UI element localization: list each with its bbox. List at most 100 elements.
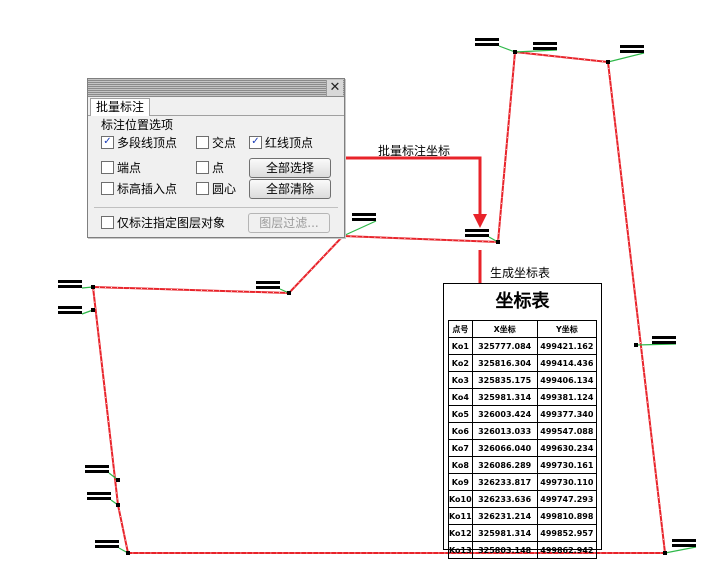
layer-only-checkbox[interactable]: 仅标注指定图层对象: [101, 214, 225, 230]
dialog-titlebar[interactable]: ✕: [88, 79, 344, 97]
table-cell: 325816.304: [471, 354, 538, 372]
generate-table-label: 生成坐标表: [490, 266, 551, 280]
vertex-marker: [116, 503, 120, 507]
table-cell: 499630.234: [536, 439, 598, 457]
table-cell: Ko7: [448, 439, 473, 457]
check-icon: ✓: [103, 136, 112, 147]
table-cell: Ko10: [448, 490, 473, 508]
checkbox-box[interactable]: ✓: [249, 135, 262, 149]
table-cell: Ko8: [448, 456, 473, 474]
checkbox-box[interactable]: [196, 160, 209, 174]
leader-line: [342, 220, 377, 237]
coordinate-tag-text: [58, 285, 82, 288]
table-cell: 325981.314: [471, 524, 538, 542]
polyline-vertex-checkbox[interactable]: ✓ 多段线顶点: [101, 134, 177, 150]
intersection-checkbox[interactable]: 交点: [196, 134, 236, 150]
vertex-marker: [663, 551, 667, 555]
layer-filter-button[interactable]: 图层过滤...: [248, 213, 330, 233]
table-cell: 325777.084: [471, 337, 538, 355]
endpoint-checkbox[interactable]: 端点: [101, 159, 141, 175]
table-cell: Ko13: [448, 541, 473, 559]
coordinate-tag-text: [475, 43, 499, 46]
coordinate-tag-text: [352, 218, 376, 221]
checkbox-box[interactable]: [196, 181, 209, 195]
checkbox-box[interactable]: ✓: [101, 135, 114, 149]
checkbox-label: 端点: [117, 160, 142, 175]
table-cell: 499377.340: [536, 405, 598, 423]
vertex-marker: [634, 343, 638, 347]
table-cell: 499810.898: [536, 507, 598, 525]
checkbox-label: 交点: [212, 135, 237, 150]
checkbox-label: 多段线顶点: [117, 135, 178, 150]
coordinate-tag-text: [672, 539, 696, 542]
close-icon[interactable]: ✕: [326, 80, 343, 96]
table-cell: Ko5: [448, 405, 473, 423]
table-cell: 499747.293: [536, 490, 598, 508]
table-cell: 499852.957: [536, 524, 598, 542]
coordinate-tag-text: [533, 47, 557, 50]
table-cell: 499547.088: [536, 422, 598, 440]
table-cell: 499381.124: [536, 388, 598, 406]
coordinate-tag-text: [475, 38, 499, 41]
table-cell: Ko11: [448, 507, 473, 525]
coordinate-tag-text: [620, 45, 644, 48]
table-cell: 499730.161: [536, 456, 598, 474]
checkbox-box[interactable]: [101, 160, 114, 174]
table-cell: 499862.942: [536, 541, 598, 559]
table-cell: Ko3: [448, 371, 473, 389]
coordinate-tag-text: [58, 280, 82, 283]
batch-annotate-dialog: ✕ 批量标注 标注位置选项 ✓ 多段线顶点 交点 ✓ 红线顶点 端点 点 全部选…: [87, 78, 345, 238]
coordinate-tag-text: [652, 336, 676, 339]
table-cell: Ko4: [448, 388, 473, 406]
table-cell: 326233.636: [471, 490, 538, 508]
coordinate-tag-text: [95, 545, 119, 548]
checkbox-box[interactable]: [101, 181, 114, 195]
coordinate-tag-text: [85, 470, 109, 473]
tab-batch-annotate[interactable]: 批量标注: [90, 98, 151, 116]
vertex-coordinate-tags: [58, 38, 697, 555]
coordinate-tag-text: [465, 234, 489, 237]
table-cell: 499421.162: [536, 337, 598, 355]
vertex-marker: [91, 308, 95, 312]
coordinate-tag-text: [95, 540, 119, 543]
dialog-tabbar: 批量标注: [88, 97, 344, 116]
leader-line: [664, 546, 697, 554]
table-cell: 325981.314: [471, 388, 538, 406]
boundary-polyline: [92, 50, 667, 554]
coordinate-tag-text: [465, 229, 489, 232]
point-checkbox[interactable]: 点: [196, 159, 224, 175]
coordinate-tag-text: [533, 42, 557, 45]
circle-center-checkbox[interactable]: 圆心: [196, 180, 236, 196]
checkbox-label: 标高插入点: [117, 181, 178, 196]
red-line-vertex-checkbox[interactable]: ✓ 红线顶点: [249, 134, 313, 150]
checkbox-box[interactable]: [196, 135, 209, 149]
leader-line: [635, 343, 677, 346]
coordinate-tag-text: [256, 281, 280, 284]
check-icon: ✓: [251, 136, 260, 147]
vertex-marker: [513, 50, 517, 54]
position-options-group-title: 标注位置选项: [101, 118, 174, 132]
coordinate-tag-text: [58, 306, 82, 309]
table-cell: 326086.289: [471, 456, 538, 474]
checkbox-box[interactable]: [101, 215, 114, 229]
table-cell: 326013.033: [471, 422, 538, 440]
vertex-marker: [126, 551, 130, 555]
clear-all-button[interactable]: 全部清除: [249, 179, 331, 199]
table-cell: Ko6: [448, 422, 473, 440]
leader-line: [514, 49, 558, 53]
table-cell: 325835.175: [471, 371, 538, 389]
select-all-button[interactable]: 全部选择: [249, 158, 331, 178]
table-cell: Ko12: [448, 524, 473, 542]
table-cell: 326066.040: [471, 439, 538, 457]
elevation-insert-checkbox[interactable]: 标高插入点: [101, 180, 177, 196]
table-cell: 499406.134: [536, 371, 598, 389]
